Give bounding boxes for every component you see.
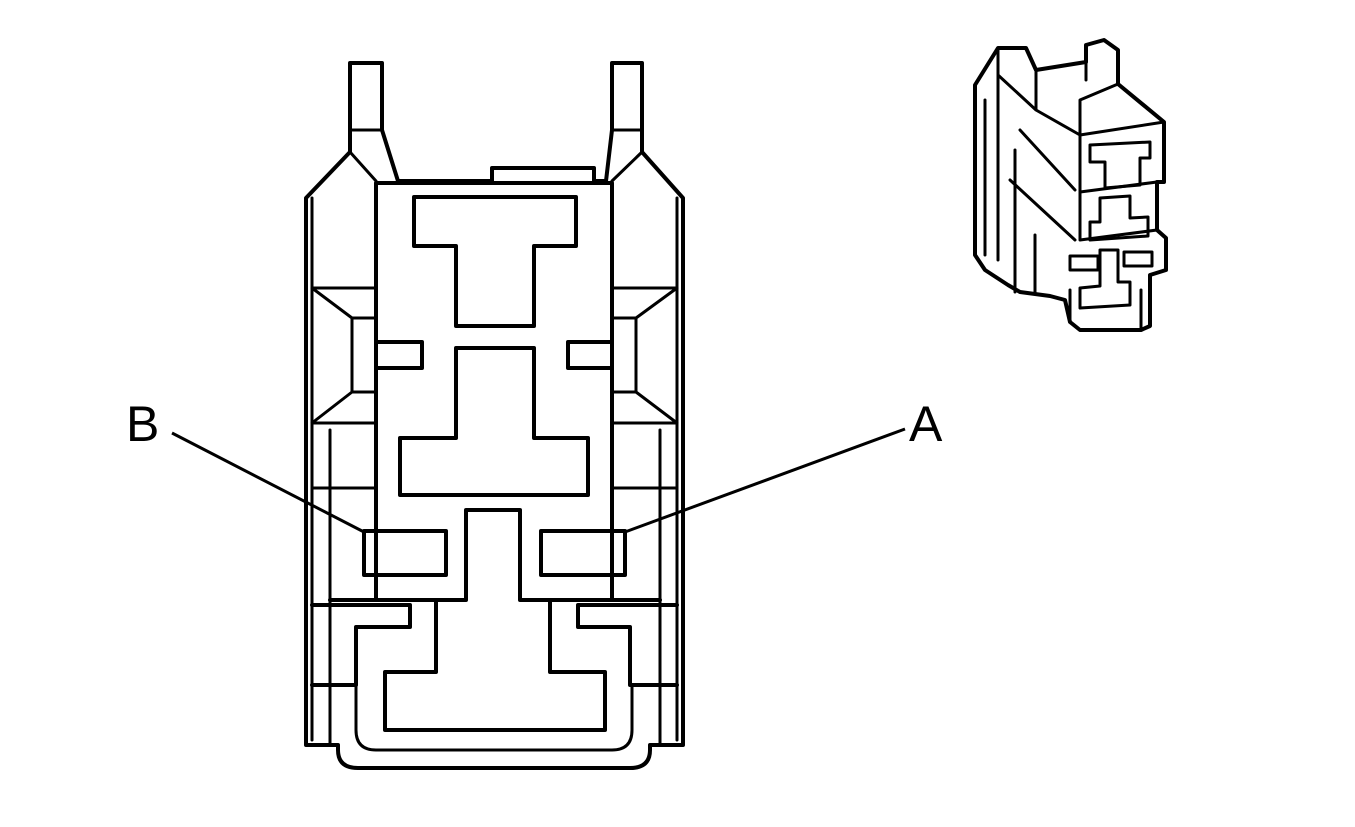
terminal-a-cavity	[539, 529, 627, 577]
iso-lower-t-cavity	[1078, 248, 1132, 310]
right-latch-arm	[610, 128, 644, 183]
connector-face-view	[304, 61, 685, 770]
bottom-feet	[328, 683, 662, 747]
lower-t-cavity	[383, 598, 607, 732]
lower-cross	[310, 603, 679, 687]
left-side-wedge	[310, 286, 378, 425]
terminal-b-cavity	[362, 529, 448, 577]
top-t-cavity	[412, 195, 578, 328]
connector-isometric-view	[973, 38, 1168, 332]
right-side-wedge	[610, 286, 679, 425]
iso-terminal-b	[1068, 254, 1100, 272]
label-a: A	[909, 396, 943, 452]
bottom-inner-rail	[354, 683, 634, 752]
label-b-group: B	[126, 396, 365, 534]
lower-channel	[328, 508, 662, 602]
left-rail	[310, 196, 378, 742]
middle-t-cavity	[398, 346, 590, 497]
housing-outline	[304, 61, 685, 770]
iso-top-face	[996, 46, 1166, 137]
right-rail	[610, 196, 679, 742]
iso-outline	[973, 38, 1168, 332]
iso-terminal-a	[1122, 250, 1154, 268]
leader-line-a	[624, 427, 906, 534]
iso-middle-t-cavity	[1088, 194, 1150, 242]
left-latch-arm	[348, 128, 384, 183]
iso-front-edges	[983, 73, 1159, 294]
label-b: B	[126, 396, 159, 452]
leader-line-b	[171, 431, 365, 534]
iso-top-t-cavity	[1088, 140, 1152, 190]
iso-bottom-lip	[1033, 233, 1143, 332]
label-a-group: A	[624, 396, 943, 534]
left-small-slot	[374, 340, 424, 370]
right-small-slot	[566, 340, 614, 370]
